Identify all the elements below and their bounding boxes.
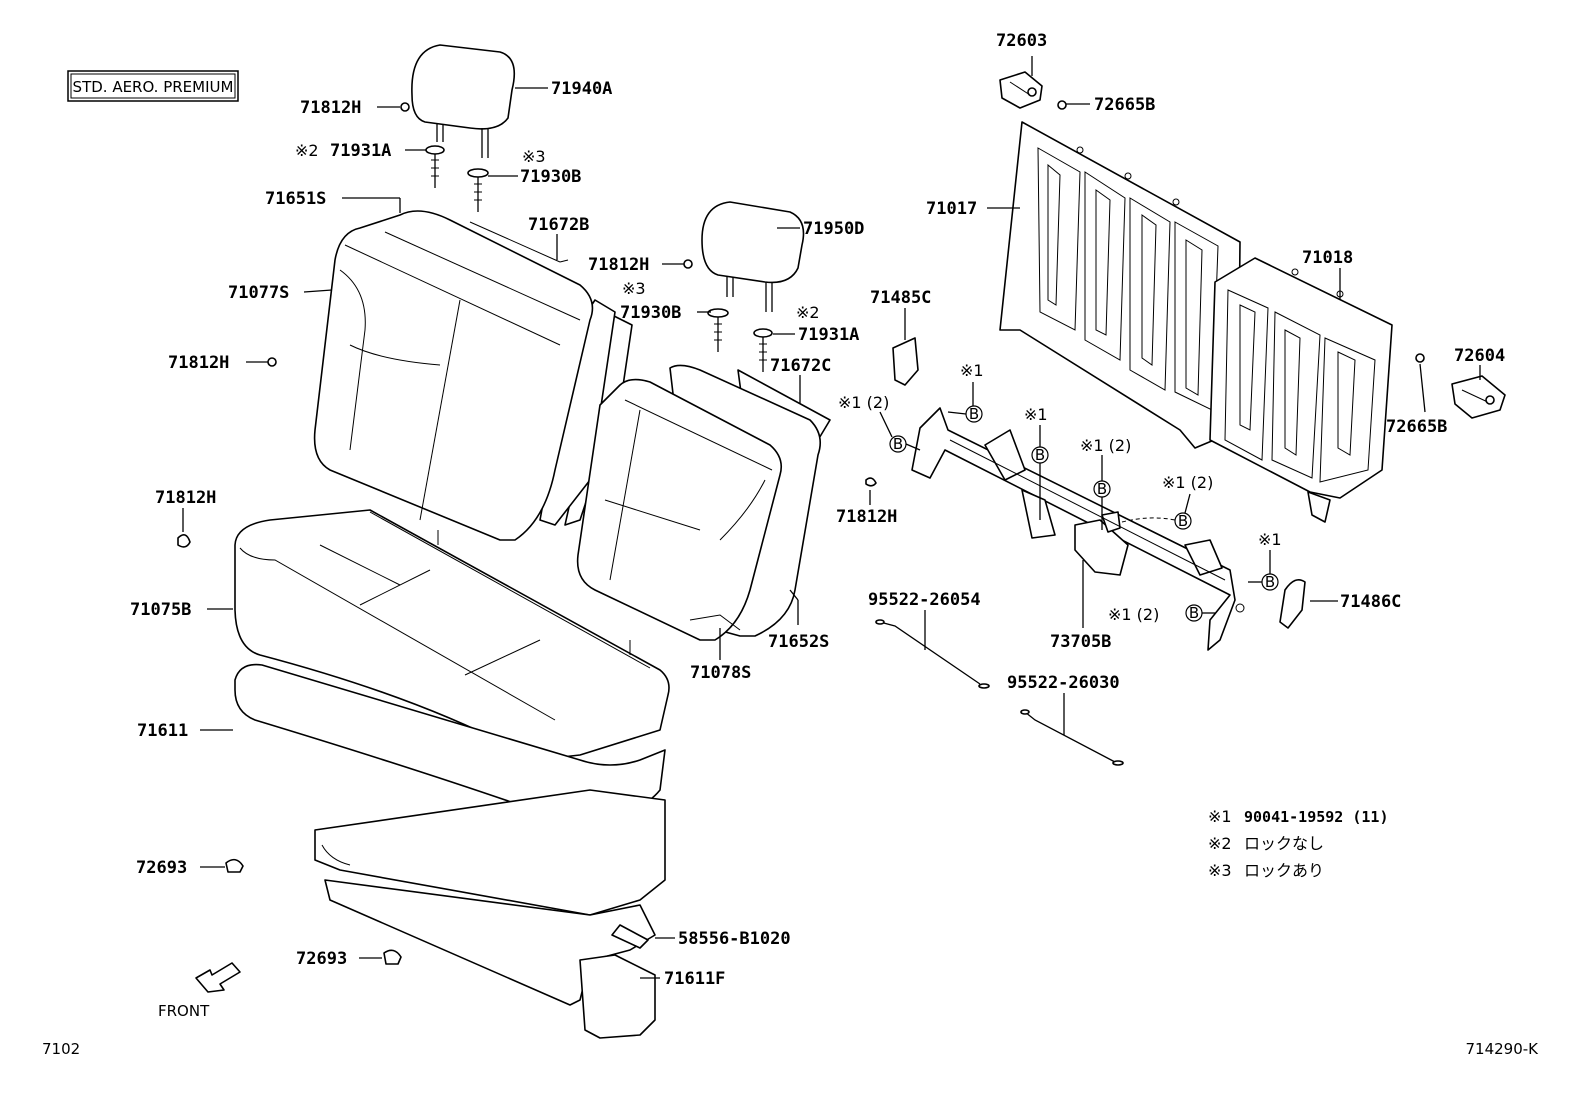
svg-text:※1 (2): ※1 (2)	[1162, 473, 1213, 492]
svg-text:B: B	[969, 405, 979, 423]
label-71075b: 71075B	[130, 600, 191, 620]
label-71950d: 71950D	[803, 219, 864, 239]
svg-text:※1: ※1	[960, 361, 984, 380]
svg-text:※3: ※3	[522, 147, 546, 166]
guide-71931a-2	[753, 328, 773, 372]
guide-71931a	[425, 145, 445, 188]
label-71017: 71017	[926, 199, 977, 219]
b-markers: B B B B B B B	[879, 382, 1279, 622]
label-71672b: 71672B	[528, 215, 589, 235]
label-72665b: 72665B	[1094, 95, 1155, 115]
seatback-frame-71017	[999, 121, 1241, 449]
svg-text:※2: ※2	[796, 303, 820, 322]
svg-text:B: B	[893, 435, 903, 453]
lock-72604	[1451, 375, 1506, 419]
svg-text:※2: ※2	[1208, 834, 1232, 853]
seatback-left	[313, 210, 633, 541]
leader-lines	[182, 56, 1481, 979]
seatback-frame-71018	[1209, 257, 1393, 523]
svg-text:※1: ※1	[1258, 530, 1282, 549]
label-71931a: 71931A	[330, 141, 391, 161]
front-arrow	[195, 962, 241, 993]
label-72603: 72603	[996, 31, 1047, 51]
svg-text:※1 (2): ※1 (2)	[1108, 605, 1159, 624]
label-72693: 72693	[136, 858, 187, 878]
label-95522-26054: 95522-26054	[868, 590, 981, 610]
headrest-71940a	[411, 44, 516, 158]
page-code-left: 7102	[42, 1040, 80, 1058]
svg-text:B: B	[1178, 512, 1188, 530]
svg-text:※2: ※2	[295, 141, 319, 160]
svg-text:B: B	[1265, 573, 1275, 591]
svg-text:※1: ※1	[1024, 405, 1048, 424]
svg-text:※1: ※1	[1208, 807, 1232, 826]
label-71930b: 71930B	[520, 167, 581, 187]
label-71078s: 71078S	[690, 663, 751, 683]
label-71018: 71018	[1302, 248, 1353, 268]
svg-text:※3: ※3	[622, 279, 646, 298]
label-71940a: 71940A	[551, 79, 612, 99]
label-71486c: 71486C	[1340, 592, 1401, 612]
cover-71485c	[892, 337, 919, 386]
label-72604: 72604	[1454, 346, 1505, 366]
svg-text:ロックあり: ロックあり	[1244, 861, 1324, 880]
label-71930b-2: 71930B	[620, 303, 681, 323]
label-71812h-d: 71812H	[588, 255, 649, 275]
label-58556-b1020: 58556-B1020	[678, 929, 791, 949]
lower-frame-71611f	[324, 879, 656, 1039]
label-71611f: 71611F	[664, 969, 725, 989]
label-71651s: 71651S	[265, 189, 326, 209]
label-71611: 71611	[137, 721, 188, 741]
svg-text:ロックなし: ロックなし	[1244, 834, 1324, 853]
cover-71486c	[1279, 579, 1306, 629]
trim-badge: STD. AERO. PREMIUM	[67, 70, 239, 102]
footnote-legend: ※1 90041-19592 (11) ※2 ロックなし ※3 ロックあり	[1208, 807, 1389, 880]
svg-text:B: B	[1097, 480, 1107, 498]
label-71672c: 71672C	[770, 356, 831, 376]
label-72665b-2: 72665B	[1386, 417, 1447, 437]
guide-71930b-2	[707, 308, 729, 352]
seatback-middle	[576, 364, 831, 641]
svg-text:※3: ※3	[1208, 861, 1232, 880]
svg-text:B: B	[1035, 446, 1045, 464]
label-71077s: 71077S	[228, 283, 289, 303]
svg-text:B: B	[1189, 604, 1199, 622]
headrest-71950d	[701, 201, 805, 312]
label-73705b: 73705B	[1050, 632, 1111, 652]
cable-95522-26054	[875, 619, 990, 689]
part-labels: 71940A 71812H 71931A ※2 ※3 71930B 71651S…	[130, 31, 1505, 1020]
label-71812h-c: 71812H	[155, 488, 216, 508]
svg-text:※1 (2): ※1 (2)	[838, 393, 889, 412]
hinge-bracket-73705b	[911, 407, 1245, 651]
label-71652s: 71652S	[768, 632, 829, 652]
svg-text:※1 (2): ※1 (2)	[1080, 436, 1131, 455]
label-72693-b: 72693	[296, 949, 347, 969]
label-71931a-2: 71931A	[798, 325, 859, 345]
label-71812h-e: 71812H	[836, 507, 897, 527]
lock-72603	[999, 71, 1043, 109]
guide-71930b	[467, 168, 489, 212]
page-code-right: 714290-K	[1465, 1040, 1539, 1058]
label-71812h-b: 71812H	[168, 353, 229, 373]
trim-badge-text: STD. AERO. PREMIUM	[73, 78, 234, 96]
cable-95522-26030	[1020, 709, 1124, 766]
label-95522-26030: 95522-26030	[1007, 673, 1120, 693]
svg-text:90041-19592 (11): 90041-19592 (11)	[1244, 808, 1389, 826]
label-71812h: 71812H	[300, 98, 361, 118]
cushion-pad-71611	[234, 663, 666, 916]
label-71485c: 71485C	[870, 288, 931, 308]
front-label: FRONT	[158, 1002, 210, 1020]
